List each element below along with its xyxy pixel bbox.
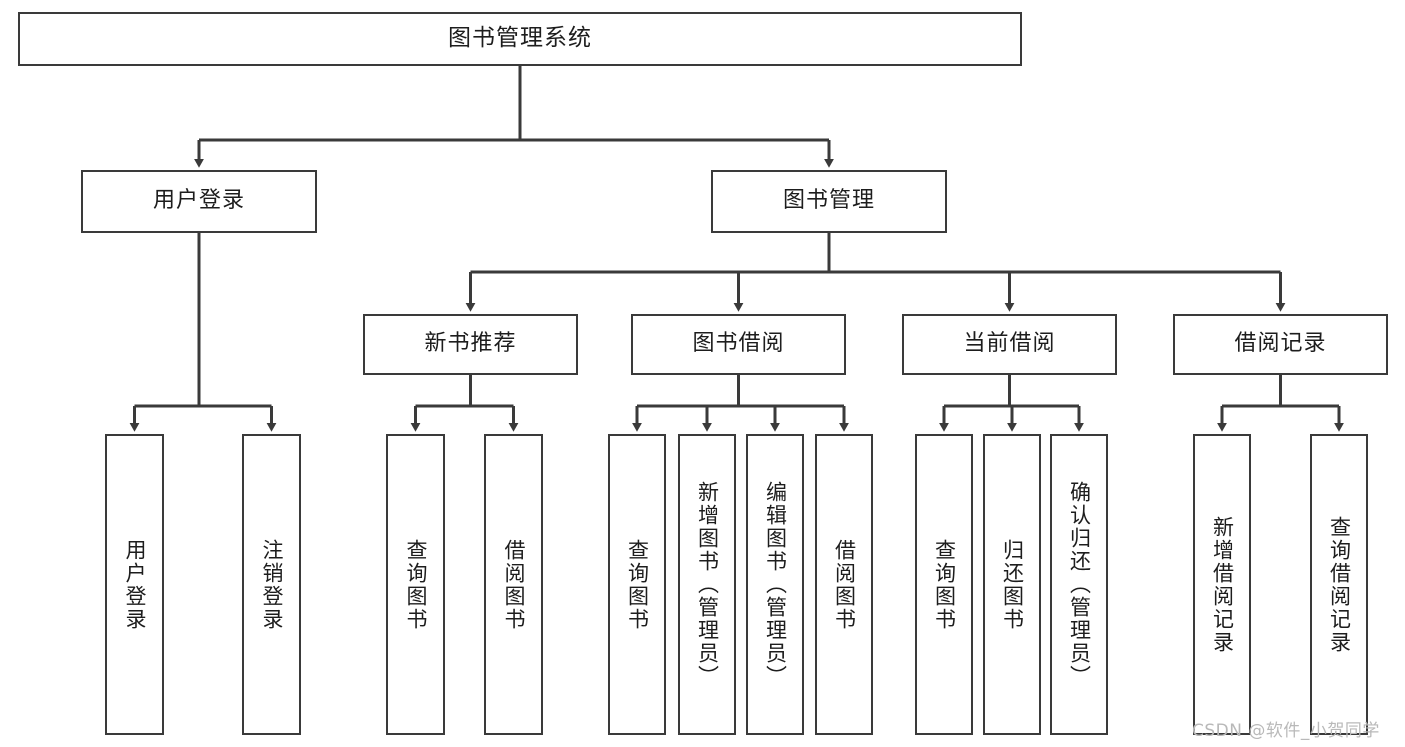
node-label: 查询图书 <box>625 538 650 631</box>
node-book-manage[interactable]: 图书管理 <box>711 170 947 233</box>
node-book-borrow[interactable]: 图书借阅 <box>631 314 846 375</box>
node-leaf-add-book[interactable]: 新增图书（管理员） <box>678 434 736 735</box>
node-label: 图书借阅 <box>692 331 785 357</box>
node-label: 当前借阅 <box>963 331 1056 357</box>
node-label: 查询借阅记录 <box>1327 515 1352 654</box>
node-label: 查询图书 <box>932 538 957 631</box>
node-label: 用户登录 <box>152 188 245 214</box>
node-leaf-logout[interactable]: 注销登录 <box>242 434 301 735</box>
node-label: 新书推荐 <box>424 331 517 357</box>
node-leaf-confirm-return[interactable]: 确认归还（管理员） <box>1050 434 1108 735</box>
node-leaf-user-login[interactable]: 用户登录 <box>105 434 164 735</box>
node-label: 图书管理系统 <box>448 25 592 52</box>
node-leaf-add-record[interactable]: 新增借阅记录 <box>1193 434 1251 735</box>
node-label: 借阅图书 <box>501 538 526 631</box>
node-user-login[interactable]: 用户登录 <box>81 170 317 233</box>
node-leaf-edit-book[interactable]: 编辑图书（管理员） <box>746 434 804 735</box>
node-label: 用户登录 <box>122 538 147 631</box>
node-leaf-borrow-book[interactable]: 借阅图书 <box>815 434 873 735</box>
node-label: 图书管理 <box>782 188 875 214</box>
node-leaf-query-book-current[interactable]: 查询图书 <box>915 434 973 735</box>
node-label: 新增借阅记录 <box>1210 515 1235 654</box>
node-leaf-borrow-book-recommend[interactable]: 借阅图书 <box>484 434 543 735</box>
node-label: 借阅图书 <box>832 538 857 631</box>
node-new-book-recommend[interactable]: 新书推荐 <box>363 314 578 375</box>
node-leaf-query-book-borrow[interactable]: 查询图书 <box>608 434 666 735</box>
node-root[interactable]: 图书管理系统 <box>18 12 1022 66</box>
node-leaf-return-book[interactable]: 归还图书 <box>983 434 1041 735</box>
node-label: 查询图书 <box>403 538 428 631</box>
node-label: 借阅记录 <box>1234 331 1327 357</box>
node-leaf-query-record[interactable]: 查询借阅记录 <box>1310 434 1368 735</box>
node-leaf-query-book-recommend[interactable]: 查询图书 <box>386 434 445 735</box>
csdn-watermark: CSDN @软件_小贺同学 <box>1192 721 1380 741</box>
node-borrow-records[interactable]: 借阅记录 <box>1173 314 1388 375</box>
node-label: 编辑图书（管理员） <box>763 481 788 688</box>
node-current-borrow[interactable]: 当前借阅 <box>902 314 1117 375</box>
node-label: 归还图书 <box>1000 538 1025 631</box>
node-label: 注销登录 <box>259 538 284 631</box>
node-label: 新增图书（管理员） <box>695 481 720 688</box>
node-label: 确认归还（管理员） <box>1067 481 1092 688</box>
